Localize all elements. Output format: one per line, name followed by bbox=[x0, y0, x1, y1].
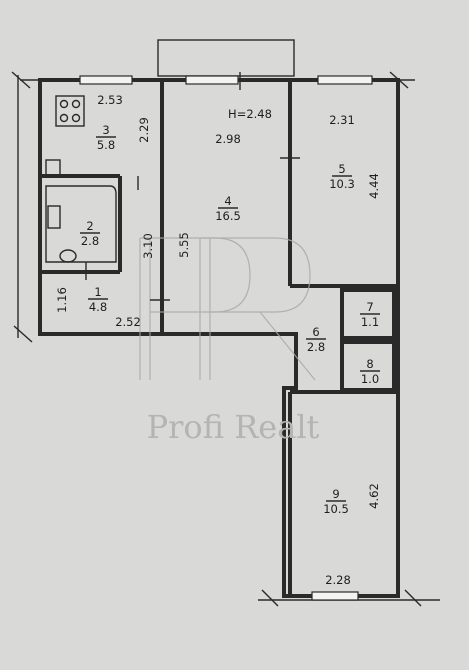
watermark-text: Profi Realt bbox=[147, 408, 320, 446]
r5-number: 5 bbox=[338, 162, 345, 176]
labels: 14.822.835.8416.5510.362.871.181.0910.52… bbox=[55, 93, 381, 587]
r3-area: 5.8 bbox=[97, 138, 115, 152]
stove-icon bbox=[55, 95, 85, 127]
dim-kitchen-depth: 2.29 bbox=[137, 117, 151, 143]
bathtub-icon bbox=[45, 185, 117, 263]
dim-bedroom5-depth: 4.44 bbox=[367, 173, 381, 199]
wall-ticks bbox=[85, 72, 300, 301]
r6-area: 2.8 bbox=[307, 340, 325, 354]
balcony bbox=[157, 39, 295, 77]
ceiling-height: H=2.48 bbox=[228, 107, 272, 121]
r8-number: 8 bbox=[366, 357, 373, 371]
r6-number: 6 bbox=[312, 325, 319, 339]
r4-number: 4 bbox=[224, 194, 231, 208]
r9-area: 10.5 bbox=[323, 502, 349, 516]
r9-number: 9 bbox=[332, 487, 339, 501]
window-bedroom-5 bbox=[317, 75, 373, 85]
r4-area: 16.5 bbox=[215, 209, 241, 223]
washbasin-icon bbox=[59, 249, 77, 263]
interior-walls bbox=[40, 80, 398, 596]
r8-area: 1.0 bbox=[361, 372, 379, 386]
dim-living-width: 2.98 bbox=[215, 132, 241, 146]
r2-number: 2 bbox=[86, 219, 93, 233]
r7-area: 1.1 bbox=[361, 315, 379, 329]
window-kitchen bbox=[79, 75, 133, 85]
r3-number: 3 bbox=[102, 123, 109, 137]
dim-bedroom9-width: 2.28 bbox=[325, 573, 351, 587]
r5-area: 10.3 bbox=[329, 177, 355, 191]
watermark-logo bbox=[139, 237, 316, 381]
outer-wall bbox=[38, 78, 400, 598]
window-living bbox=[185, 75, 239, 85]
dim-corridor-length: 3.10 bbox=[141, 233, 155, 259]
r7-number: 7 bbox=[366, 300, 373, 314]
r2-area: 2.8 bbox=[81, 234, 99, 248]
r1-number: 1 bbox=[94, 285, 101, 299]
dim-kitchen-width: 2.53 bbox=[97, 93, 123, 107]
r1-area: 4.8 bbox=[89, 300, 107, 314]
sink-icon bbox=[45, 159, 61, 177]
toilet-icon bbox=[47, 205, 61, 229]
dim-bedroom5-width: 2.31 bbox=[329, 113, 355, 127]
dim-hall-width: 2.52 bbox=[115, 315, 141, 329]
window-bedroom-9 bbox=[311, 591, 359, 601]
dim-hall-depth: 1.16 bbox=[55, 287, 69, 313]
dim-living-depth: 5.55 bbox=[177, 232, 191, 258]
dim-bedroom9-depth: 4.62 bbox=[367, 483, 381, 509]
